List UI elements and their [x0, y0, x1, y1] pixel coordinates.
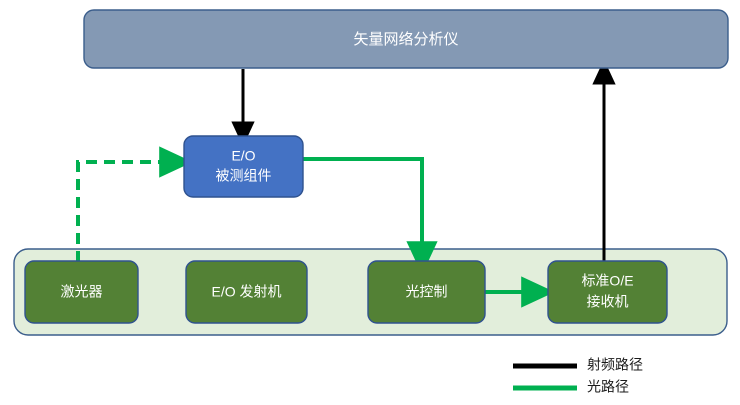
node-eo-transmitter[interactable]: E/O 发射机 — [185, 260, 308, 324]
legend: 射频路径 光路径 — [513, 357, 643, 395]
legend-label-rf-path: 射频路径 — [587, 357, 643, 373]
node-laser[interactable]: 激光器 — [24, 260, 139, 324]
node-laser-label: 激光器 — [61, 284, 103, 300]
node-standard-oe-receiver-label-line1: 标准O/E — [581, 273, 633, 289]
node-standard-oe-receiver[interactable]: 标准O/E 接收机 — [547, 260, 668, 324]
node-laser-box[interactable] — [24, 260, 139, 324]
node-standard-oe-receiver-box[interactable] — [547, 260, 668, 324]
legend-item-rf-path: 射频路径 — [513, 357, 643, 373]
node-eo-transmitter-label: E/O 发射机 — [211, 284, 281, 300]
node-standard-oe-receiver-label-line2: 接收机 — [587, 294, 629, 310]
node-eo-dut[interactable]: E/O 被测组件 — [183, 135, 304, 198]
node-eo-transmitter-box[interactable] — [185, 260, 308, 324]
node-vna-box[interactable] — [83, 9, 729, 69]
optical-path-dut-to-control — [303, 157, 438, 275]
node-vector-network-analyzer[interactable]: 矢量网络分析仪 — [83, 9, 729, 69]
node-optical-control[interactable]: 光控制 — [367, 260, 486, 324]
legend-label-optical-path: 光路径 — [587, 379, 629, 395]
node-optical-control-label: 光控制 — [406, 284, 448, 300]
optical-path-laser-to-dut — [76, 146, 193, 262]
node-eo-dut-label-line2: 被测组件 — [216, 168, 272, 184]
node-eo-dut-label-line1: E/O — [231, 148, 255, 164]
node-optical-control-box[interactable] — [367, 260, 486, 324]
node-eo-dut-box[interactable] — [183, 135, 304, 198]
node-vna-label: 矢量网络分析仪 — [353, 31, 458, 48]
legend-item-optical-path: 光路径 — [513, 379, 629, 395]
